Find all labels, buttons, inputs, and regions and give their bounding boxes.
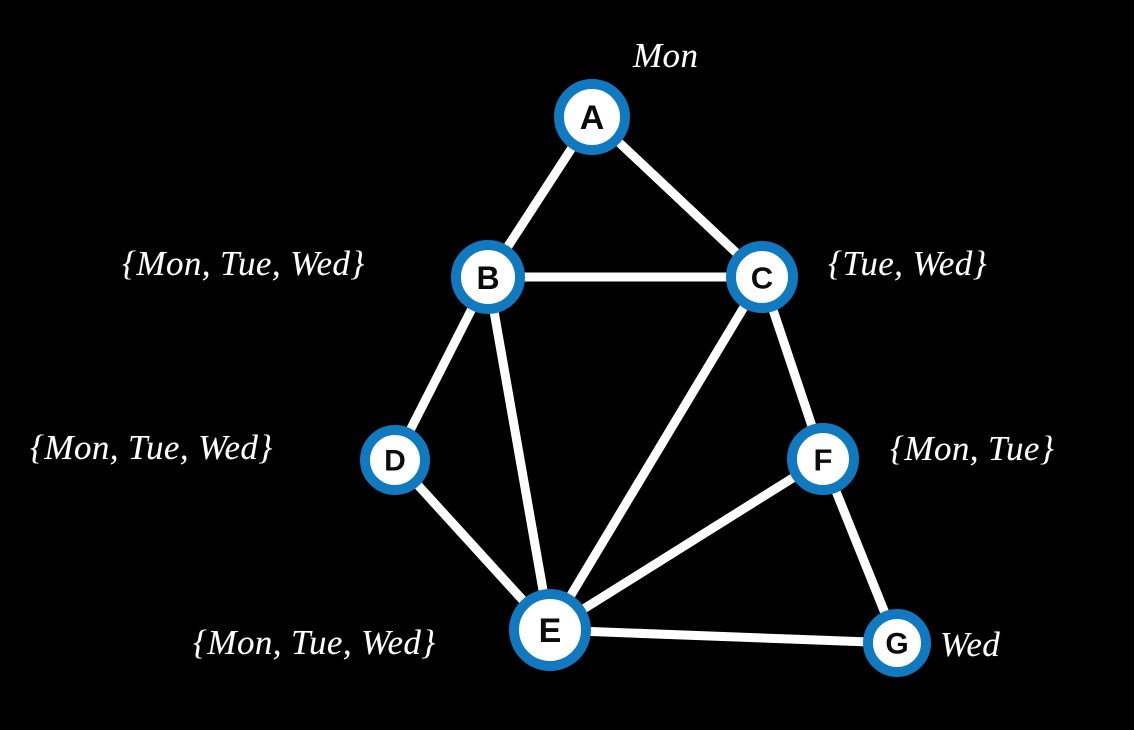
graph-node-g[interactable]: G [863, 609, 931, 677]
node-letter-g: G [885, 628, 908, 661]
graph-edge-b-d [404, 302, 478, 436]
graph-edge-d-e [412, 479, 529, 607]
node-letter-c: C [751, 261, 773, 296]
edges-group [404, 136, 890, 647]
domain-label-c: {Tue, Wed} [828, 244, 988, 283]
domain-label-g: Wed [940, 625, 1001, 664]
node-letter-f: F [814, 443, 833, 478]
graph-edge-f-g [830, 485, 890, 619]
graph-edge-a-b [502, 141, 578, 253]
node-circle-c [726, 241, 798, 313]
node-circle-g [863, 609, 931, 677]
node-letter-a: A [580, 99, 605, 137]
graph-node-d[interactable]: D [360, 425, 430, 495]
node-circle-b [451, 240, 525, 314]
graph-node-c[interactable]: C [726, 241, 798, 313]
node-circle-f [787, 423, 859, 495]
node-letter-b: B [476, 260, 499, 296]
graph-edge-a-c [612, 136, 743, 259]
node-letter-e: E [539, 612, 562, 650]
node-letter-d: D [384, 445, 406, 478]
graph-edge-e-f [577, 472, 800, 615]
nodes-group: A B C D E F G [360, 79, 931, 677]
graph-edge-c-e [565, 300, 750, 602]
node-circle-d [360, 425, 430, 495]
graph-node-a[interactable]: A [554, 79, 630, 155]
graph-edge-c-f [767, 303, 818, 433]
graph-node-b[interactable]: B [451, 240, 525, 314]
node-circle-a [554, 79, 630, 155]
domain-label-e: {Mon, Tue, Wed} [193, 623, 436, 662]
graph-node-e[interactable]: E [509, 589, 591, 671]
domain-label-d: {Mon, Tue, Wed} [30, 428, 273, 467]
domain-label-f: {Mon, Tue} [890, 429, 1055, 468]
graph-node-f[interactable]: F [787, 423, 859, 495]
domain-label-b: {Mon, Tue, Wed} [122, 244, 365, 283]
graph-edge-b-e [489, 305, 548, 598]
node-circle-e [509, 589, 591, 671]
graph-edge-e-g [583, 626, 871, 647]
domain-label-a: Mon [633, 36, 699, 75]
